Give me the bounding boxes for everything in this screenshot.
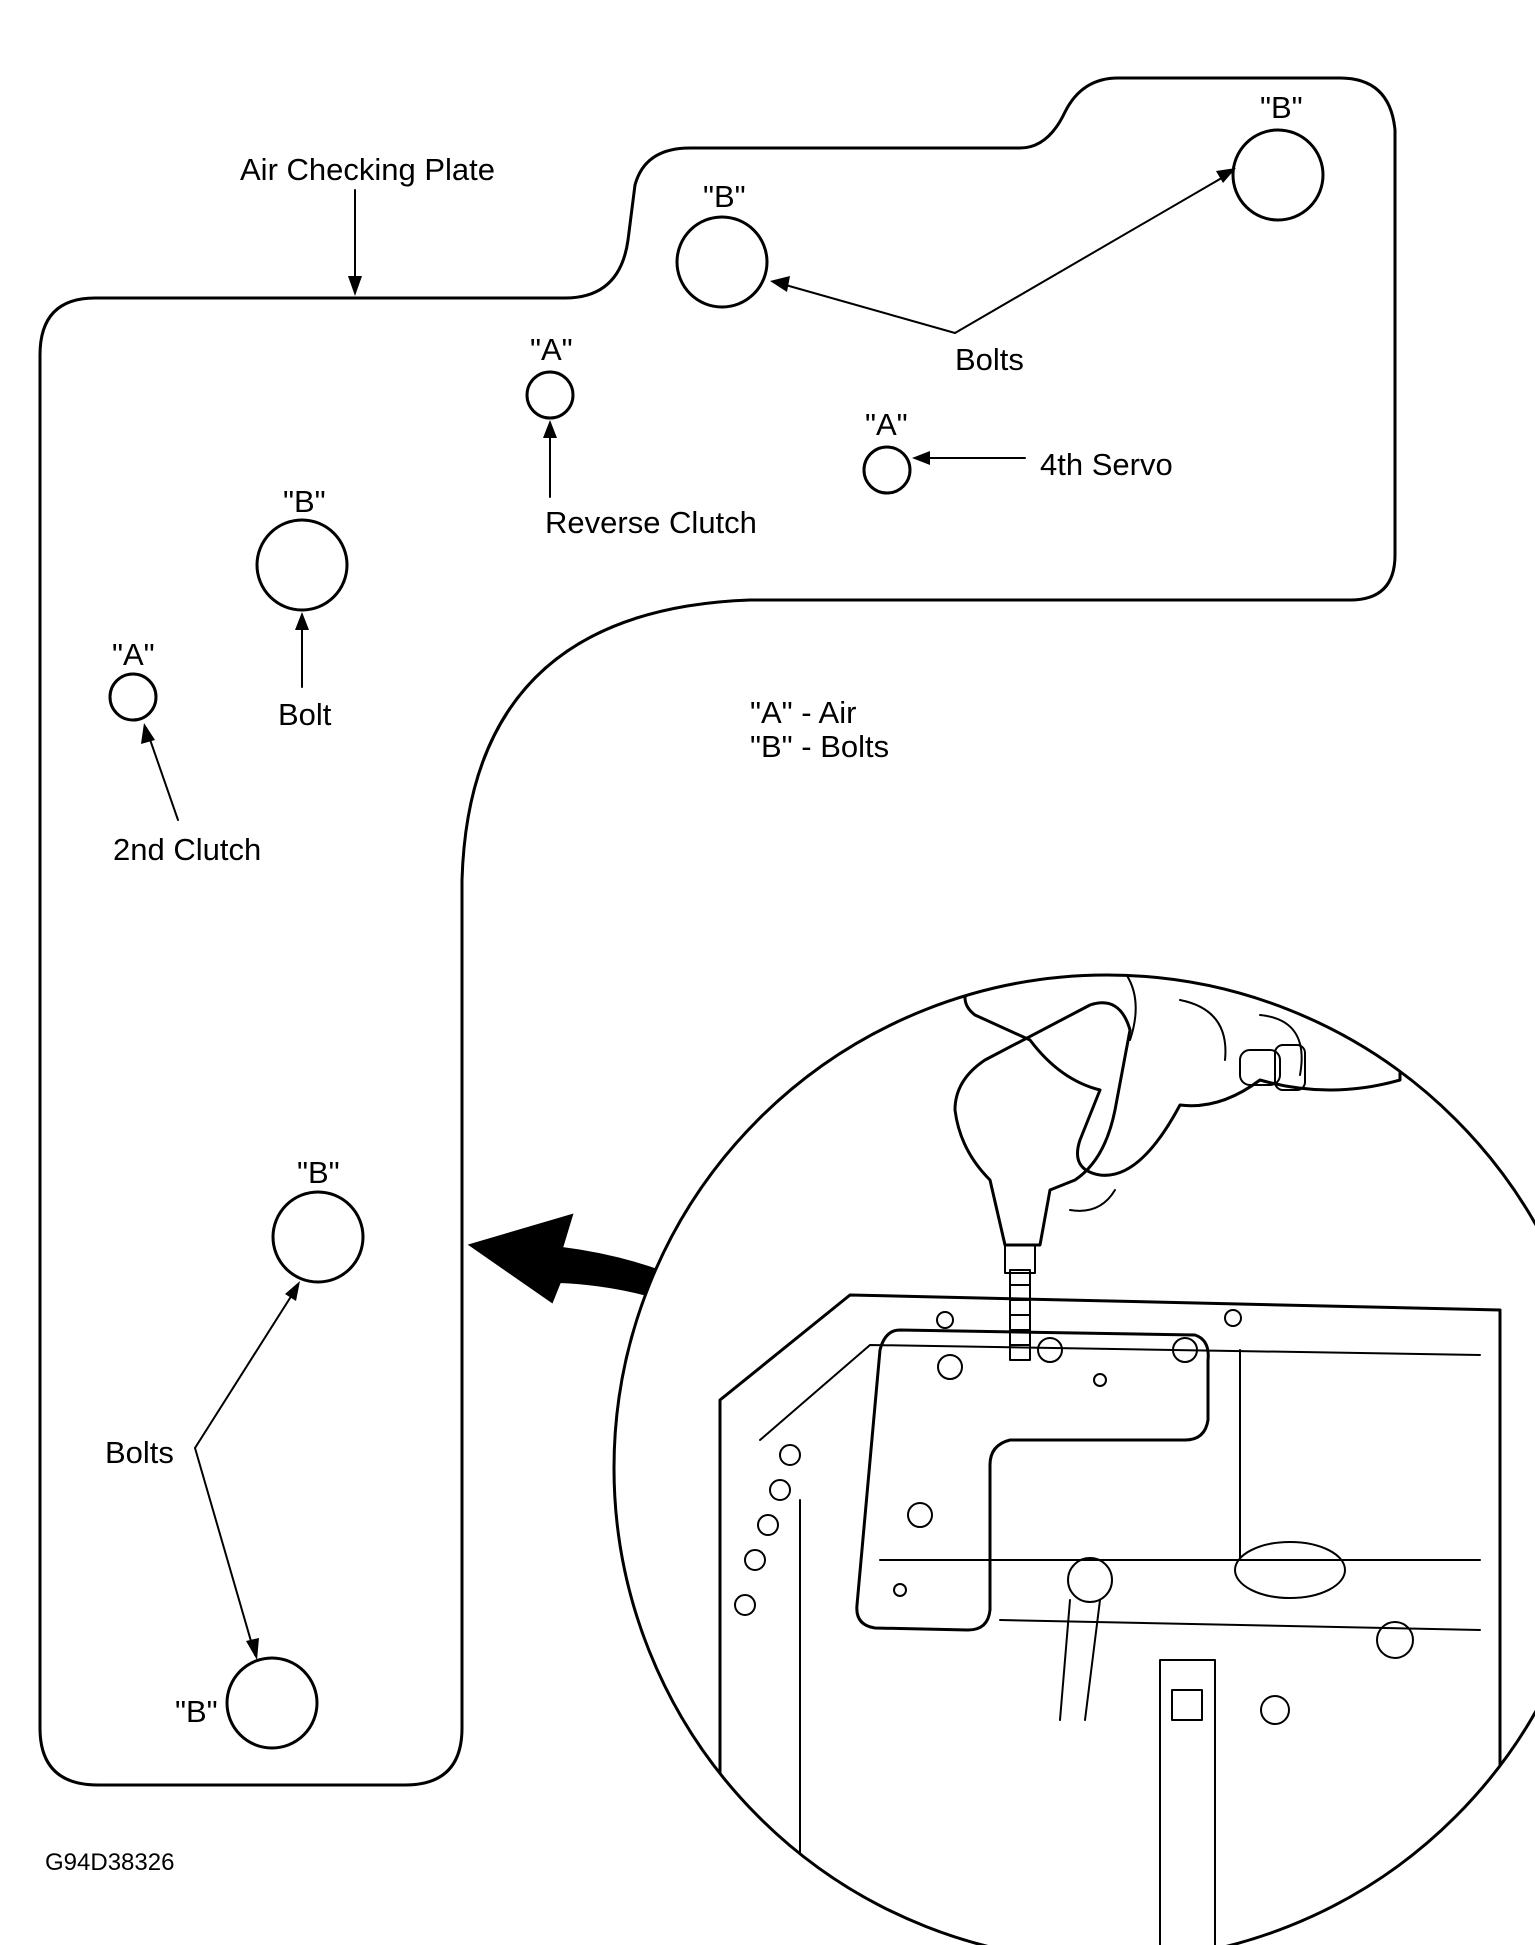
leader-reverse-clutch xyxy=(543,420,557,498)
hole-b-top-middle xyxy=(675,215,769,309)
leader-4th-servo xyxy=(912,451,1026,465)
callout-reverse-clutch: Reverse Clutch xyxy=(545,505,757,540)
title-air-checking-plate: Air Checking Plate xyxy=(240,152,495,187)
hole-b-top-right xyxy=(1231,128,1325,222)
hole-a-2nd-clutch xyxy=(108,672,158,722)
hole-b-lower xyxy=(271,1190,365,1284)
leader-air-checking-plate xyxy=(348,189,362,296)
callout-4th-servo: 4th Servo xyxy=(1040,447,1173,482)
hole-b-bottom xyxy=(225,1656,319,1750)
callout-bolts-bottom: Bolts xyxy=(105,1435,174,1470)
legend-line-b: "B" - Bolts xyxy=(750,729,889,764)
figure-code: G94D38326 xyxy=(45,1849,174,1876)
inset-illustration xyxy=(612,973,1535,1945)
label-a-reverse: "A" xyxy=(530,332,573,367)
callout-bolt-single: Bolt xyxy=(278,697,332,732)
label-b-top-middle: "B" xyxy=(703,179,746,214)
callout-2nd-clutch: 2nd Clutch xyxy=(113,832,261,867)
label-b-upper-left: "B" xyxy=(283,484,326,519)
hole-a-reverse-clutch xyxy=(525,370,575,420)
legend-line-a: "A" - Air xyxy=(750,695,856,730)
leader-bolts-bottom xyxy=(194,1281,300,1660)
label-b-lower: "B" xyxy=(297,1155,340,1190)
callout-bolts-top: Bolts xyxy=(955,342,1024,377)
hole-b-upper-left xyxy=(255,518,349,612)
label-a-4th-servo: "A" xyxy=(865,407,908,442)
label-b-bottom: "B" xyxy=(175,1694,218,1729)
label-a-2nd-clutch: "A" xyxy=(112,637,155,672)
leader-bolt-single xyxy=(295,612,309,688)
leader-bolts-top xyxy=(770,168,1236,334)
plate-outline xyxy=(38,76,1397,1787)
label-b-top-right: "B" xyxy=(1260,90,1303,125)
leader-2nd-clutch xyxy=(141,723,179,821)
hole-a-4th-servo xyxy=(862,445,912,495)
